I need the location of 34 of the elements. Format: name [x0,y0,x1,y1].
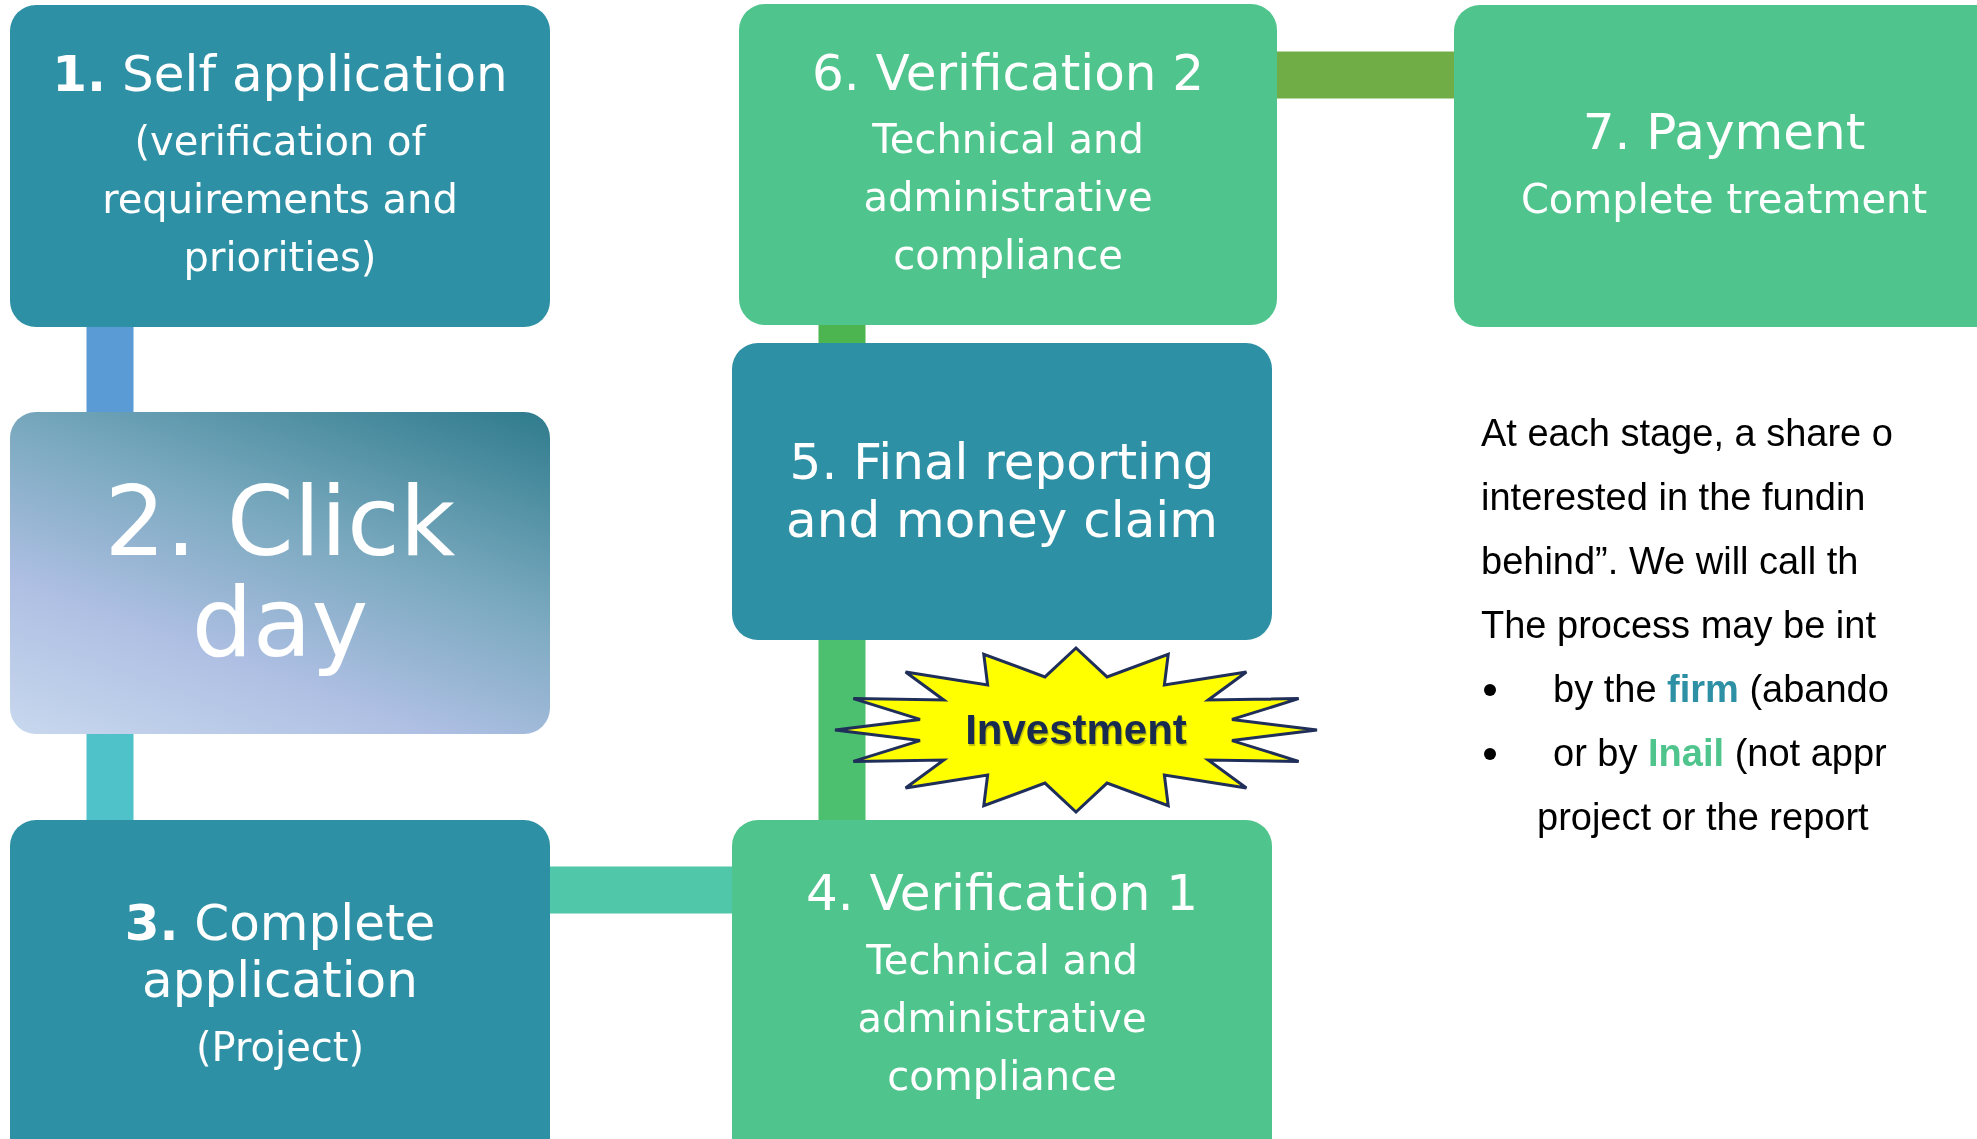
step-title: 4. Verification 1 [805,865,1199,923]
step-description: Technical and administrative compliance [856,935,1148,1101]
note-text: behind”. We will call th [1481,542,1859,580]
note-text: At each stage, a share o [1481,414,1893,452]
note-text: interested in the fundin [1481,478,1866,516]
connector-bar [86,327,134,412]
connector-bar [86,734,134,820]
process-box [1454,5,1977,327]
step-title: 3. Complete application [123,894,437,1010]
step-description: (verification of requirements and priorities) [101,116,459,282]
note-text: project or the report [1537,798,1869,836]
step-title: 2. Click day [103,472,457,674]
step-title: 7. Payment [1582,104,1866,162]
step-description: Complete treatment [1520,174,1928,224]
process-box [10,820,550,1139]
process-box [739,4,1277,325]
process-box [10,412,550,734]
step-title: Investment [965,705,1187,755]
step-description: (Project) [195,1022,365,1072]
process-box [732,820,1272,1139]
process-box [10,5,550,327]
step-description: Technical and administrative compliance [862,115,1154,281]
note-text: by the firm (abando [1553,670,1889,708]
note-text: The process may be int [1481,606,1876,644]
note-text: or by Inail (not appr [1553,734,1887,772]
process-box [732,343,1272,640]
step-title: 6. Verification 2 [811,44,1205,103]
connector-bar [550,866,732,914]
connector-bar [1277,51,1454,99]
connector-bar [818,325,866,343]
connector-bar [818,640,866,820]
starburst-shape [832,645,1320,815]
step-title: 1. Self application [52,46,508,104]
step-title: 5. Final reporting and money claim [785,434,1219,549]
